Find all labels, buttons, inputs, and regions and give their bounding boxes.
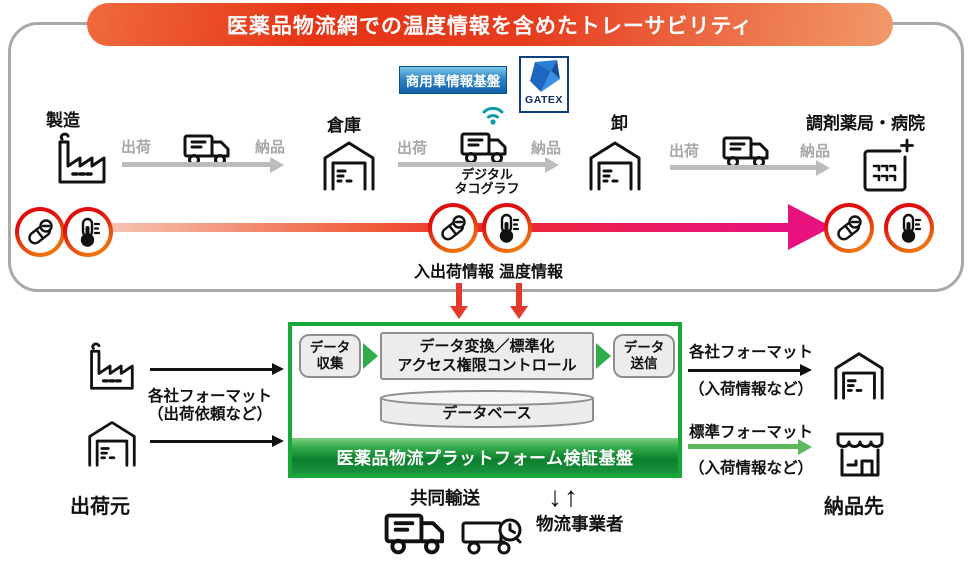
vehicle-platform-label: 商用車情報基盤 (405, 74, 501, 89)
pill-icon (432, 207, 474, 249)
chain-arrow-3-head (816, 159, 830, 176)
red-down-arrow-2-shaft (516, 283, 522, 306)
thermometer-circle-center (482, 203, 532, 253)
red-down-arrow-2-head (510, 306, 528, 319)
truck-clock-icon (460, 509, 530, 557)
destination-label: 納品先 (824, 496, 884, 518)
pill-circle-left (15, 207, 65, 257)
red-down-arrow-1-shaft (456, 283, 462, 306)
warehouse-icon-receiver (830, 347, 888, 401)
station-manufacturing-label: 製造 (46, 111, 80, 130)
temperature-info-label: 温度情報 (499, 264, 564, 281)
right-arrow-1-shaft (688, 369, 800, 372)
factory-icon-sender (84, 342, 138, 392)
wifi-icon (477, 99, 509, 126)
right-standard-format-label: 標準フォーマット (688, 424, 813, 441)
pill-icon (828, 207, 870, 249)
ship-label-3: 出荷 (669, 143, 700, 160)
station-pharmacy-label: 調剤薬局・病院 (806, 114, 925, 133)
right-standard-sub: （入荷情報など） (688, 460, 813, 477)
chain-arrow-2-head (545, 156, 559, 173)
left-arrow-1-shaft (150, 368, 272, 371)
thermometer-icon (67, 211, 109, 253)
platform-band: 医薬品物流プラットフォーム検証基盤 (292, 438, 678, 474)
ship-label-1: 出荷 (121, 139, 152, 156)
updown-arrows: ↓↑ (548, 481, 580, 512)
green-arrow-1 (363, 343, 378, 369)
left-arrow-2-shaft (150, 440, 272, 443)
right-green-arrow-shaft (688, 444, 798, 449)
station-wholesale-label: 卸 (611, 114, 628, 133)
station-warehouse-label: 倉庫 (327, 116, 361, 135)
left-format-label: 各社フォーマット (147, 388, 272, 405)
data-collect-box: データ 収集 (299, 334, 361, 378)
chain-arrow-3-shaft (670, 165, 816, 170)
thermometer-icon (486, 207, 528, 249)
truck-icon-3 (722, 130, 770, 170)
thermometer-icon (888, 207, 930, 249)
data-convert-box: データ変換／標準化 アクセス権限コントロール (380, 332, 594, 380)
right-company-format-label: 各社フォーマット (688, 344, 813, 361)
right-green-arrow-head (798, 438, 812, 455)
gatex-gem-icon (530, 60, 560, 92)
joint-transport-label: 共同輸送 (410, 488, 480, 508)
left-arrow-1-head (272, 363, 284, 375)
green-arrow-2 (596, 343, 611, 369)
tachograph-label: デジタル タコグラフ (454, 167, 520, 196)
thermometer-circle-left (63, 207, 113, 257)
pill-icon (19, 211, 61, 253)
deliver-label-3: 納品 (800, 143, 831, 160)
database-label: データベース (442, 405, 532, 422)
right-arrow-1-head (800, 364, 812, 376)
page-title: 医薬品物流網での温度情報を含めたトレーサビリティ (226, 14, 754, 38)
hospital-icon (860, 137, 914, 194)
vehicle-platform-badge: 商用車情報基盤 (399, 66, 507, 94)
factory-icon (52, 132, 110, 186)
pill-circle-right (824, 203, 874, 253)
right-company-sub: （入荷情報など） (688, 381, 813, 398)
chain-arrow-2-shaft (398, 162, 545, 167)
thermometer-circle-right (884, 203, 934, 253)
shipping-info-label: 入出荷情報 (414, 264, 495, 281)
warehouse-icon-2 (586, 136, 644, 192)
ship-label-2: 出荷 (397, 140, 428, 157)
left-format-sub: （出荷依頼など） (147, 406, 272, 423)
deliver-label-2: 納品 (531, 140, 562, 157)
logistics-operator-label: 物流事業者 (536, 514, 624, 534)
platform-band-label: 医薬品物流プラットフォーム検証基盤 (336, 448, 634, 468)
chain-arrow-1-shaft (122, 162, 270, 167)
truck-icon-joint-1 (384, 505, 446, 557)
gatex-label: GATEX (525, 94, 563, 106)
gatex-logo: GATEX (519, 56, 569, 113)
warehouse-icon-1 (320, 136, 378, 192)
source-label: 出荷元 (70, 496, 130, 518)
red-down-arrow-1-head (450, 306, 468, 319)
truck-icon-2 (460, 126, 508, 166)
warehouse-icon-sender (84, 416, 140, 468)
pill-circle-center (428, 203, 478, 253)
chain-arrow-1-head (270, 156, 284, 173)
database-cylinder-icon (377, 389, 597, 429)
left-arrow-2-head (272, 435, 284, 447)
deliver-label-1: 納品 (255, 139, 286, 156)
store-icon (832, 424, 888, 479)
data-send-box: データ 送信 (613, 334, 675, 378)
title-banner: 医薬品物流網での温度情報を含めたトレーサビリティ (87, 3, 893, 46)
